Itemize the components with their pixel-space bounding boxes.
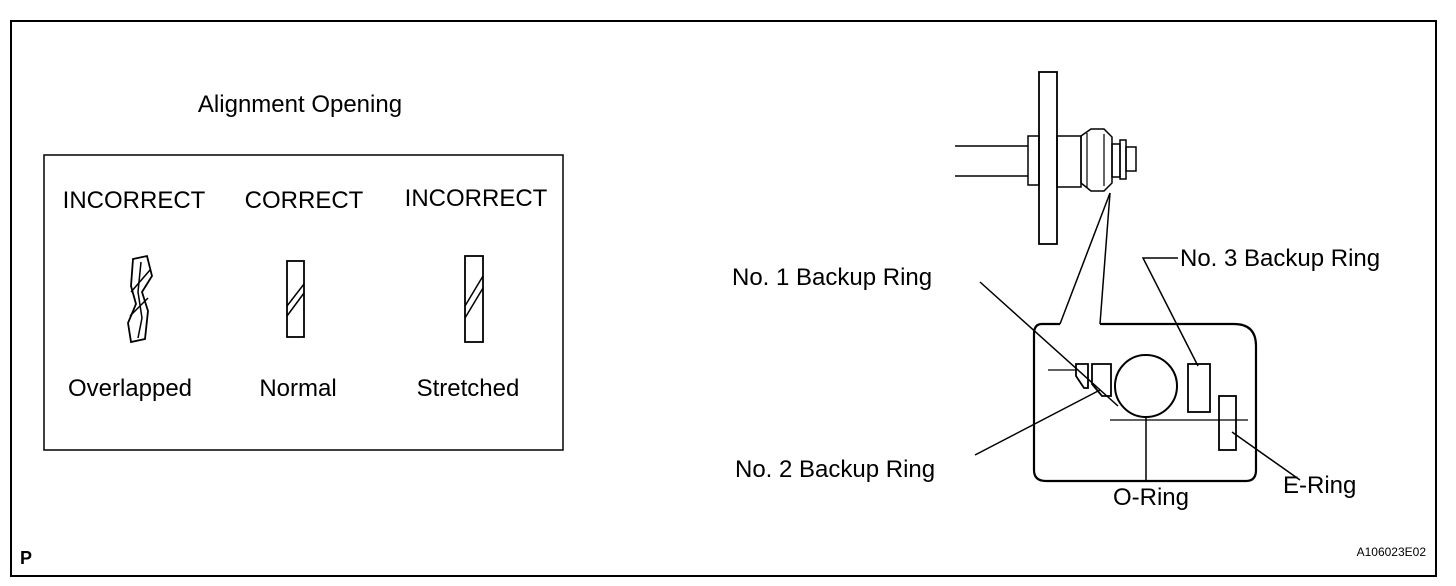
label-e-ring: E-Ring	[1283, 472, 1356, 499]
caption-normal: Normal	[259, 375, 336, 402]
caption-overlapped: Overlapped	[68, 375, 192, 402]
e-ring-shape	[1218, 395, 1237, 451]
outer-frame	[10, 20, 1437, 577]
status-label-normal: CORRECT	[245, 187, 364, 214]
o-ring-shape	[1114, 354, 1178, 418]
label-backup-ring-3: No. 3 Backup Ring	[1180, 245, 1380, 272]
alignment-box	[43, 154, 564, 451]
figure-code: A106023E02	[1357, 545, 1427, 559]
detail-box	[1032, 322, 1258, 483]
status-label-overlapped: INCORRECT	[63, 187, 206, 214]
label-o-ring: O-Ring	[1113, 484, 1189, 511]
normal-ring-shape	[286, 260, 305, 338]
backup-ring-1-shape	[1075, 363, 1089, 389]
callout-line-right	[1099, 192, 1111, 325]
fuel-injector-illustration	[955, 71, 1137, 245]
leader-e-ring	[1231, 431, 1301, 481]
backup-ring-3-shape	[1187, 363, 1211, 413]
label-backup-ring-1: No. 1 Backup Ring	[732, 264, 932, 291]
page-marker: P	[20, 548, 32, 568]
callout-line-left	[1059, 192, 1111, 325]
leader-backup-ring-3	[1141, 257, 1199, 367]
leader-backup-ring-2	[974, 389, 1101, 456]
status-label-stretched: INCORRECT	[405, 185, 548, 212]
caption-stretched: Stretched	[417, 375, 520, 402]
overlapped-ring-shape	[127, 254, 153, 344]
label-backup-ring-2: No. 2 Backup Ring	[735, 456, 935, 483]
stretched-ring-shape	[464, 255, 484, 343]
leader-backup-ring-1	[979, 281, 1119, 407]
alignment-opening-title: Alignment Opening	[198, 91, 402, 118]
